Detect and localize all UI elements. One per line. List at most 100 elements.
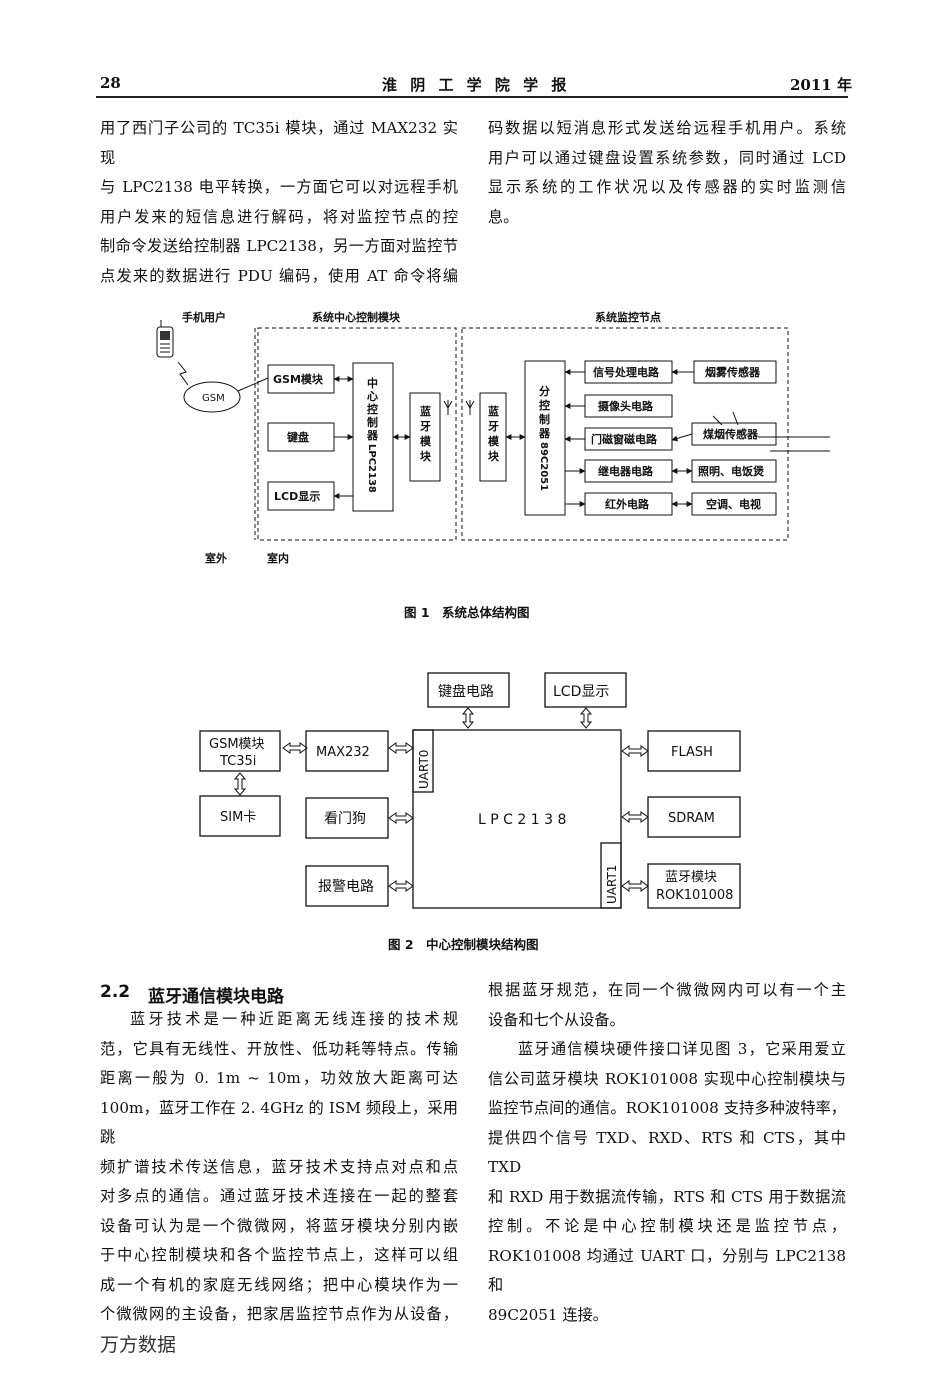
- bottom-right-column: 根据蓝牙规范，在同一个微微网内可以有一个主 设备和七个从设备。 蓝牙通信模块硬件…: [488, 976, 846, 1330]
- text-line: 监控节点间的通信。ROK101008 支持多种波特率，: [488, 1099, 846, 1117]
- device-label: 照明、电饭煲: [698, 464, 765, 478]
- antenna-icon-right: [465, 400, 475, 415]
- keyboard-label: 键盘: [286, 430, 309, 444]
- uart1-label: UART1: [605, 865, 619, 904]
- device-label: 空调、电视: [706, 497, 761, 511]
- circuit-label: 信号处理电路: [593, 365, 660, 379]
- text-line: 89C2051 连接。: [488, 1305, 608, 1324]
- lpc-char: 心: [367, 390, 378, 403]
- top-right-column: 码数据以短消息形式发送给远程手机用户。系统 用户可以通过键盘设置系统参数，同时通…: [488, 114, 846, 232]
- antenna-icon-left: [443, 400, 453, 415]
- text-line: 提供四个信号 TXD、RXD、RTS 和 CTS，其中 TXD: [488, 1128, 846, 1177]
- device-label: 煤烟传感器: [703, 427, 759, 441]
- phone-user-label: 手机用户: [182, 310, 226, 324]
- keyboard-circuit-box: [427, 672, 510, 708]
- sub-ctrl-char: 控: [539, 398, 550, 412]
- text-line: 控制。不论是中心控制模块还是监控节点，: [488, 1217, 846, 1235]
- sub-ctrl-char: 分: [539, 384, 550, 398]
- text-line: 用户发来的短信息进行解码，将对监控节点的控: [100, 207, 458, 226]
- text-line: 根据蓝牙规范，在同一个微微网内可以有一个主: [488, 981, 846, 999]
- sdram-label: SDRAM: [668, 811, 715, 826]
- text-line: 显示系统的工作状况以及传感器的实时监测信: [488, 178, 846, 196]
- text-line: 设备可认为是一个微微网，将蓝牙模块分别内嵌: [100, 1216, 458, 1235]
- gsm-cloud: [183, 381, 241, 413]
- central-module-title: 系统中心控制模块: [312, 310, 401, 324]
- text-line: ROK101008 均通过 UART 口，分别与 LPC2138 和: [488, 1246, 846, 1295]
- keyboard-circuit-label: 键盘电路: [438, 683, 494, 700]
- bt-right-char: 蓝: [488, 404, 499, 418]
- page-number: 28: [100, 74, 121, 92]
- text-line: 用户可以通过键盘设置系统参数，同时通过 LCD: [488, 148, 846, 167]
- bt-right-char: 块: [488, 449, 500, 463]
- bt-left-char: 块: [420, 449, 432, 463]
- text-line: 个微微网的主设备，把家居监控节点作为从设备，: [100, 1305, 458, 1323]
- bt-line1: 蓝牙模块: [665, 870, 717, 885]
- header-rule: [96, 96, 848, 98]
- header-year: 2011 年: [790, 76, 852, 94]
- max232-box: [305, 730, 389, 772]
- text-line: 点发来的数据进行 PDU 编码，使用 AT 命令将编: [100, 266, 458, 285]
- watermark: 万方数据: [100, 1334, 177, 1356]
- alarm-box: [305, 865, 389, 907]
- text-line: 蓝牙通信模块硬件接口详见图 3，它采用爱立: [518, 1040, 846, 1058]
- outdoor-label: 室外: [205, 551, 227, 565]
- uart1-port: [600, 842, 622, 909]
- text-line: 范，它具有无线性、开放性、低功耗等特点。传输: [100, 1039, 458, 1058]
- phone-icon: [156, 320, 174, 358]
- section-number: 2.2: [100, 982, 131, 1002]
- lpc-main-label: L P C 2 1 3 8: [478, 812, 566, 828]
- alarm-label: 报警电路: [318, 879, 374, 895]
- lpc-char: 控: [367, 402, 378, 416]
- uart0-label: UART0: [417, 750, 431, 789]
- gsm-line1: GSM模块: [209, 737, 265, 752]
- gsm-line2: TC35i: [219, 754, 256, 769]
- circuit-label: 红外电路: [605, 497, 650, 511]
- sim-card-box: [199, 795, 281, 837]
- figure-2-caption: 图 2 中心控制模块结构图: [388, 937, 539, 952]
- gsm-link: [237, 377, 269, 392]
- text-line: 频扩谱技术传送信息，蓝牙技术支持点对点和点: [100, 1157, 458, 1176]
- top-left-column: 用了西门子公司的 TC35i 模块，通过 MAX232 实现 与 LPC2138…: [100, 114, 458, 291]
- lpc2138-main-box: [412, 729, 622, 909]
- text-line: 蓝牙技术是一种近距离无线连接的技术规: [130, 1010, 458, 1028]
- journal-title: 淮 阴 工 学 院 学 报: [382, 76, 571, 94]
- bt-left-char: 模: [420, 434, 432, 448]
- gsm-label: GSM: [202, 393, 225, 404]
- text-line: 100m，蓝牙工作在 2. 4GHz 的 ISM 频段上，采用跳: [100, 1098, 458, 1147]
- sub-ctrl-model-label: 89C2051: [538, 442, 549, 491]
- lcd-display-box: [544, 672, 627, 708]
- node-title: 系统监控节点: [595, 310, 661, 324]
- lcd-label: LCD显示: [274, 490, 320, 503]
- gsm-tc35i-box: [199, 730, 281, 772]
- bt-left-char: 蓝: [420, 404, 431, 418]
- circuit-label: 继电器电路: [598, 464, 654, 478]
- lpc-char: 器: [366, 429, 379, 442]
- double-arrow-icon: [233, 707, 649, 892]
- node-frame: [461, 327, 789, 541]
- bt-line2: ROK101008: [656, 888, 733, 903]
- bottom-left-column: 蓝牙技术是一种近距离无线连接的技术规 范，它具有无线性、开放性、低功耗等特点。传…: [100, 1005, 458, 1330]
- text-line: 用了西门子公司的 TC35i 模块，通过 MAX232 实现: [100, 119, 458, 167]
- text-line: 距离一般为 0. 1m ~ 10m，功效放大距离可达: [100, 1069, 458, 1087]
- lcd-display-label: LCD显示: [553, 684, 609, 700]
- wireless-zigzag: [177, 361, 189, 386]
- text-line: 于中心控制模块和各个监控节点上，这样可以组: [100, 1246, 458, 1264]
- indoor-label: 室内: [267, 551, 289, 565]
- lpc-char: 中: [367, 376, 378, 390]
- text-line: 和 RXD 用于数据流传输，RTS 和 CTS 用于数据流: [488, 1187, 846, 1206]
- bt-right-char: 模: [488, 434, 500, 448]
- text-line: 制命令发送给控制器 LPC2138，另一方面对监控节: [100, 237, 458, 255]
- figure-1-caption: 图 1 系统总体结构图: [404, 605, 530, 620]
- gsm-module-label: GSM模块: [273, 372, 324, 386]
- watchdog-box: [305, 797, 389, 839]
- text-line: 码数据以短消息形式发送给远程手机用户。系统: [488, 119, 846, 137]
- lpc-char: 制: [367, 415, 378, 429]
- uart0-port: [412, 729, 434, 793]
- circuit-label: 摄像头电路: [598, 399, 654, 413]
- sub-ctrl-char: 制: [539, 412, 550, 426]
- text-line: 与 LPC2138 电平转换，一方面它可以对远程手机: [100, 178, 458, 196]
- circuit-label: 门磁窗磁电路: [591, 432, 658, 446]
- sub-ctrl-char: 器: [538, 427, 551, 440]
- device-label: 烟雾传感器: [705, 365, 761, 379]
